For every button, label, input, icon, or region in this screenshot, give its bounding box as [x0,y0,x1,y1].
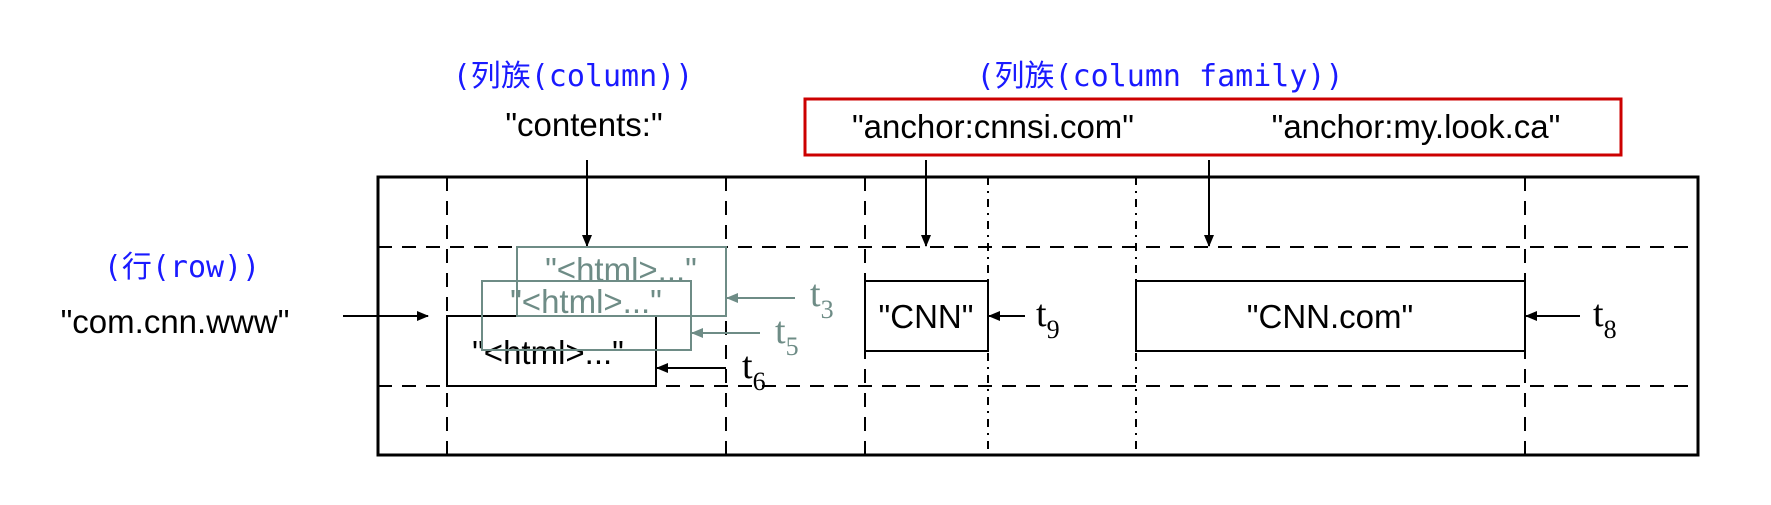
column-family-highlight [803,97,1623,157]
column-family-label: (列族(column family)) [976,59,1343,94]
cell-version-t5: "<html>..." t5 [481,280,799,361]
row-label: (行(row)) [104,250,260,285]
timestamp-t5: t5 [775,310,799,361]
column-label: (列族(column)) [453,59,694,94]
timestamp-t3: t3 [810,273,834,324]
column-anchor-cnnsi: "anchor:cnnsi.com" [852,108,1134,145]
cell-version-t6: "<html>..." t6 [446,315,766,396]
svg-text:"<html>...": "<html>..." [472,334,624,371]
timestamp-t8: t8 [1593,293,1617,344]
svg-text:"<html>...": "<html>..." [510,283,662,320]
timestamp-t9: t9 [1036,293,1060,344]
timestamp-t6: t6 [742,345,766,396]
cell-anchor-cnnsi: "CNN" t9 [864,280,1060,352]
svg-text:"CNN": "CNN" [879,298,974,335]
column-anchor-mylook: "anchor:my.look.ca" [1272,108,1561,145]
svg-text:"CNN.com": "CNN.com" [1247,298,1413,335]
row-key: "com.cnn.www" [61,303,290,340]
column-contents: "contents:" [505,106,662,143]
cell-anchor-mylook: "CNN.com" t8 [1135,280,1617,352]
